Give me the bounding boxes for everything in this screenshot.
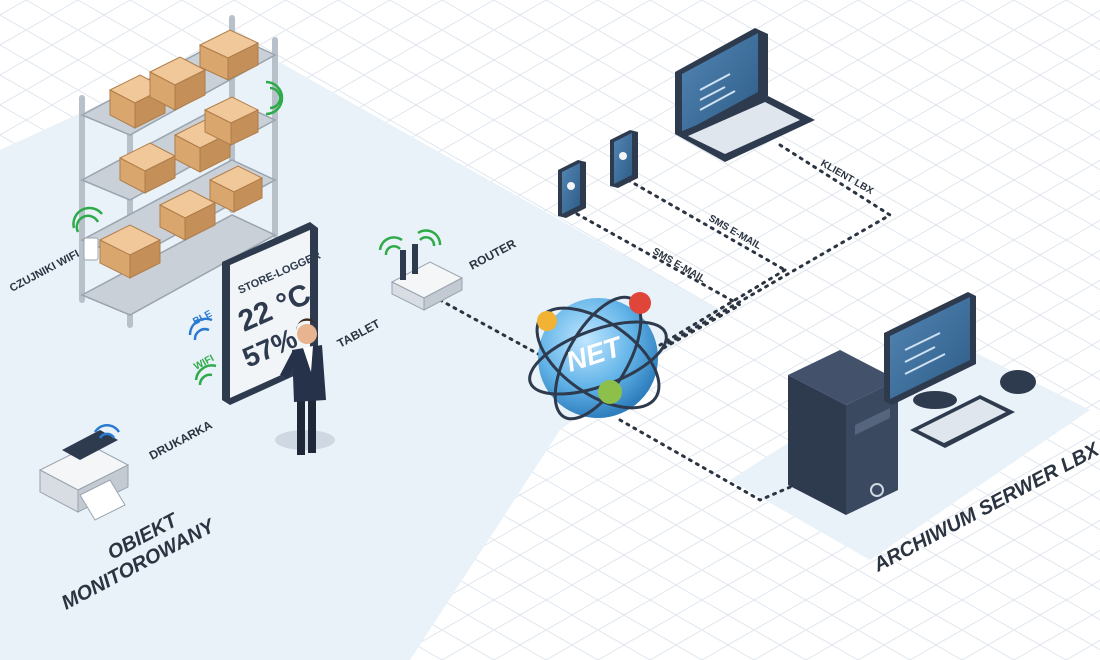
server-tower-icon — [788, 350, 898, 515]
shelf-icon — [79, 15, 278, 328]
laptop-icon — [675, 28, 815, 162]
laptop-to-net-line — [663, 143, 893, 347]
wifi-sensor-icon — [72, 80, 284, 261]
phone2-return-line — [658, 268, 787, 347]
box-icon — [98, 29, 264, 279]
globe-icon — [528, 292, 668, 421]
net-to-server-line — [618, 418, 797, 502]
phone2-to-net-line — [626, 178, 787, 272]
phone1-to-net-line — [568, 208, 744, 352]
connection-lines — [438, 143, 893, 502]
monitor-icon — [884, 292, 976, 409]
printer-icon — [38, 423, 130, 521]
keyboard-icon — [910, 395, 1015, 448]
router-to-net-line — [438, 298, 542, 357]
ble-wifi-icon — [188, 317, 217, 386]
server-floor — [730, 340, 1090, 560]
phone-icon — [558, 130, 638, 218]
mouse-icon — [1000, 370, 1036, 394]
person-icon — [275, 318, 335, 455]
router-icon — [378, 229, 464, 311]
